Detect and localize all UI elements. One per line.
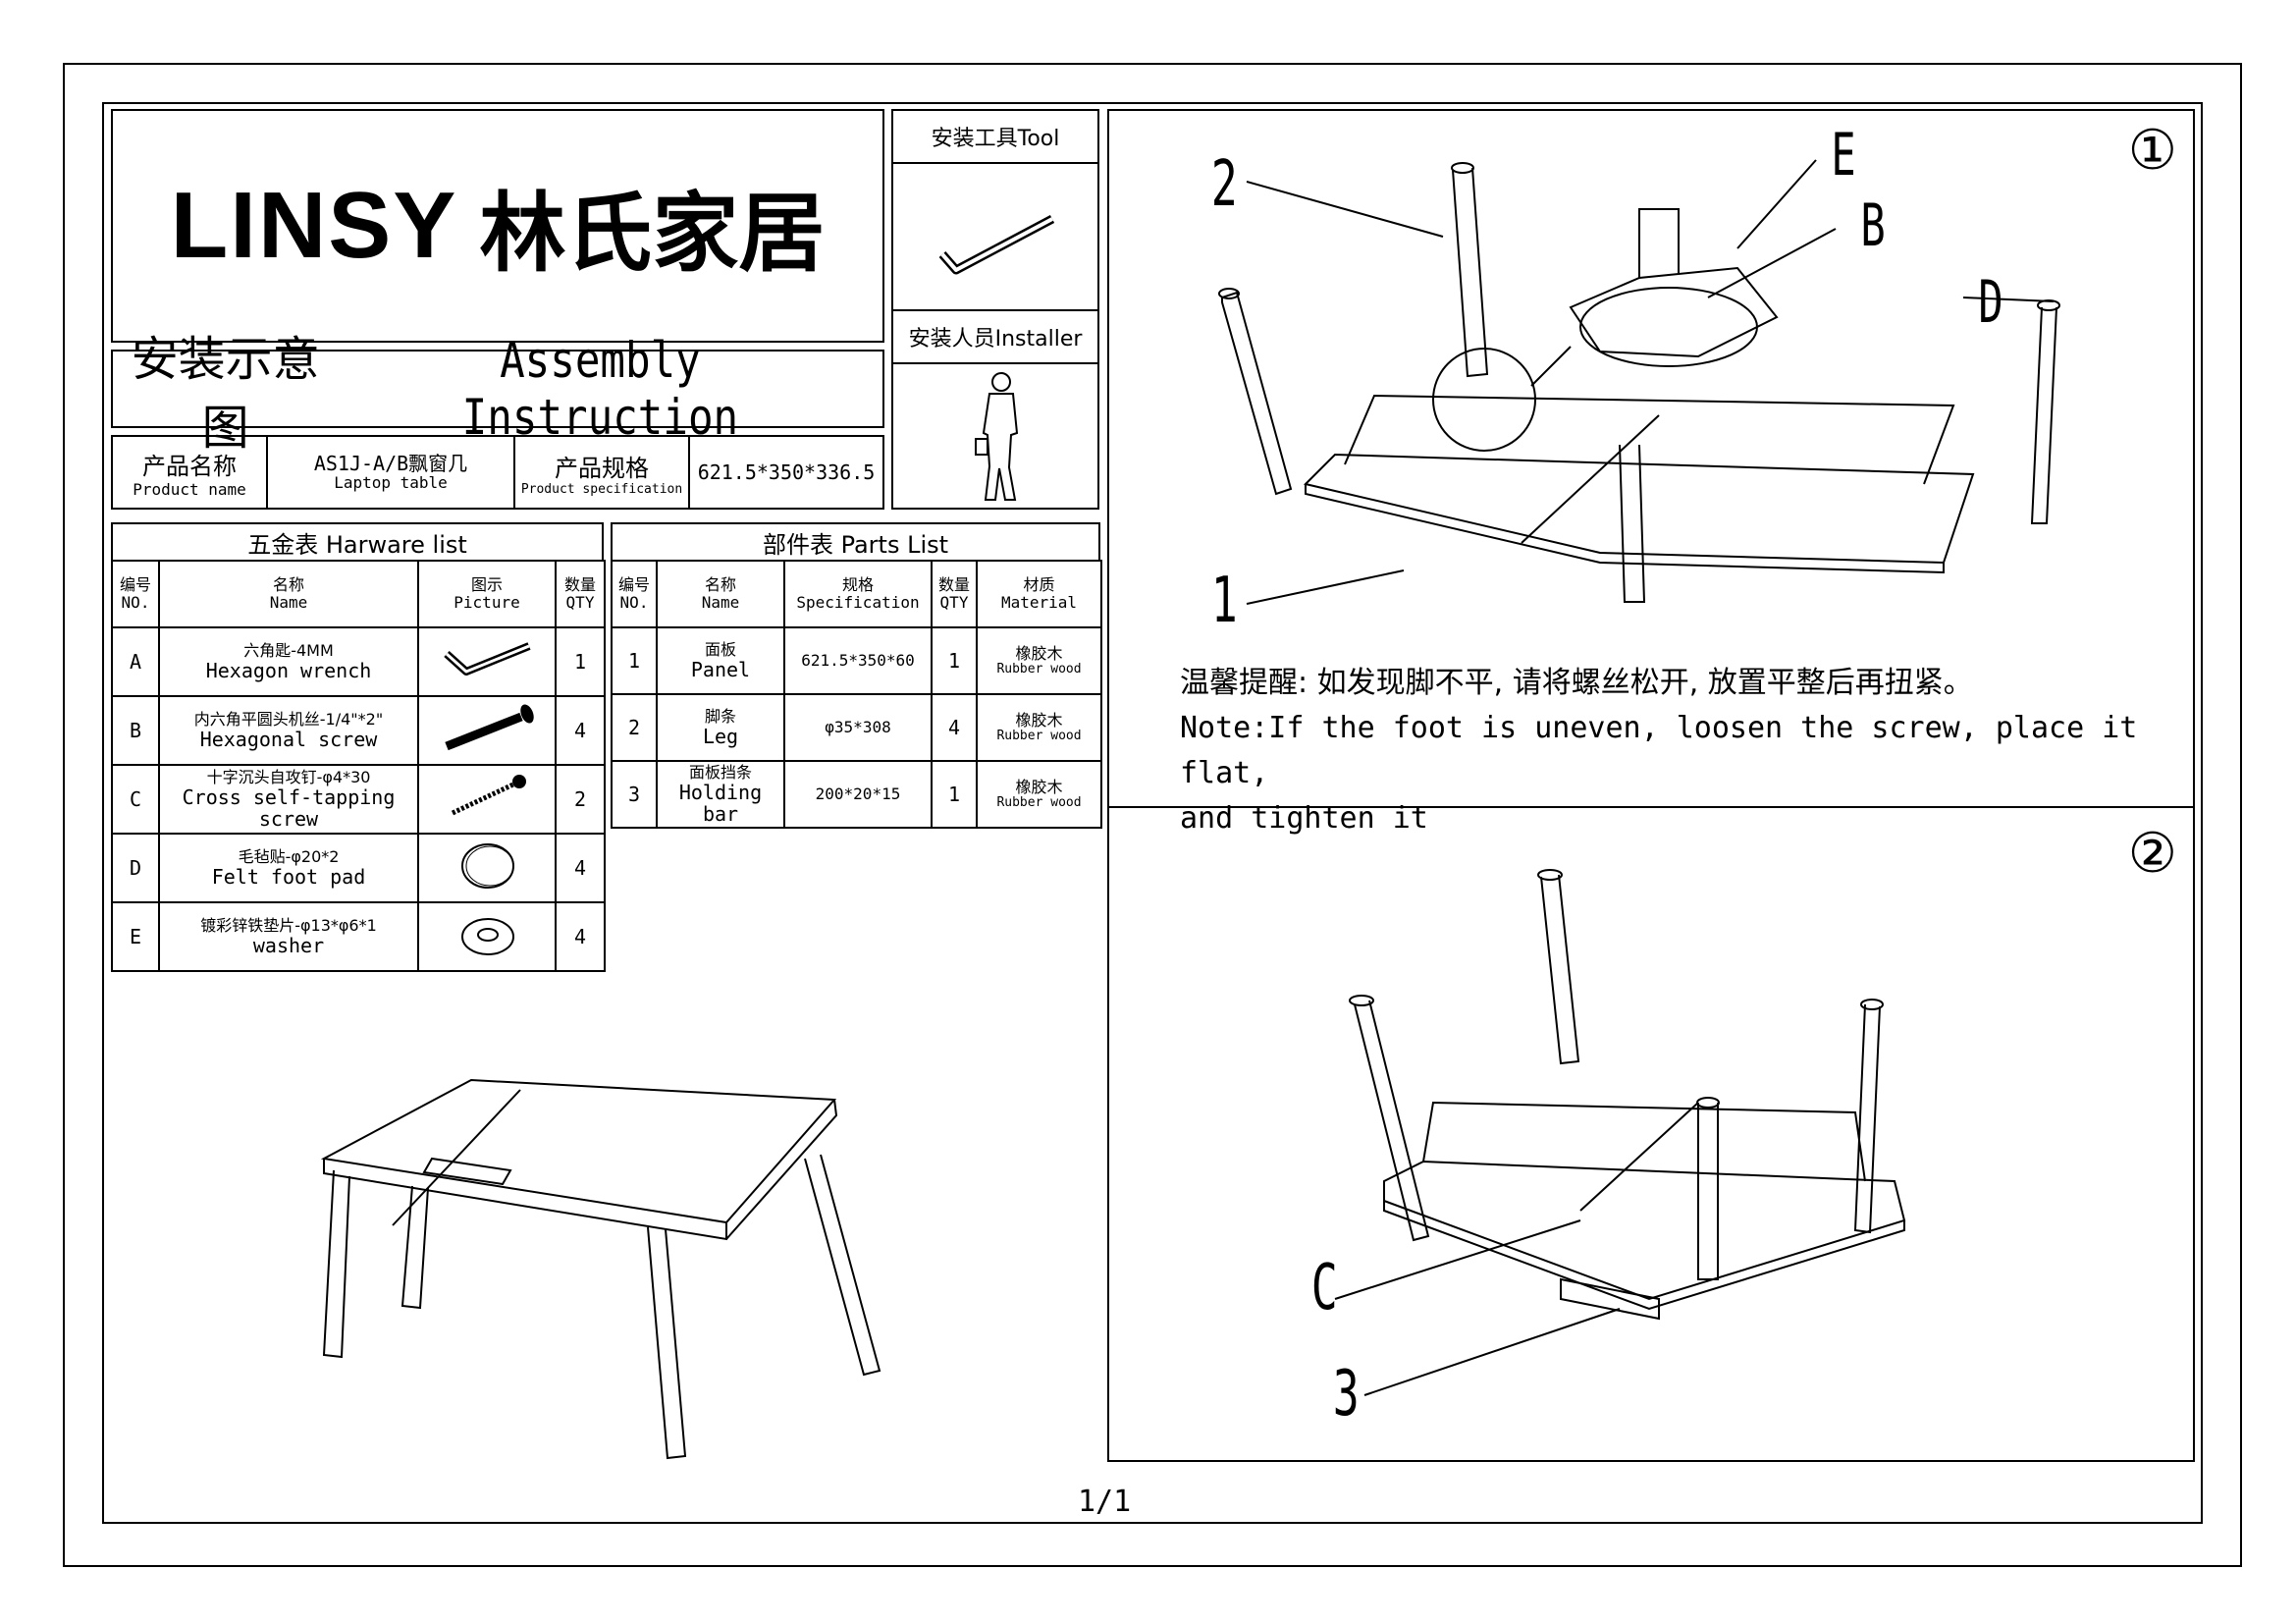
note-en-1: Note:If the foot is uneven, loosen the s…: [1180, 711, 2138, 790]
self-tapping-screw-icon: [451, 775, 526, 816]
outer-border: [63, 63, 2242, 1567]
tool-header-text: 安装工具Tool: [931, 127, 1060, 151]
washer-icon: [461, 918, 514, 955]
step-1-drawing: [1109, 111, 2060, 605]
title-cn: 安装示意图: [131, 332, 320, 456]
label-2: 2: [1210, 148, 1238, 221]
label-c: C: [1310, 1252, 1338, 1325]
page-title: 安装示意图 Assembly Instruction: [111, 332, 884, 456]
assembled-table-drawing: [320, 1078, 881, 1460]
product-name-label-cn: 产品名称: [142, 452, 237, 480]
step-1-panel: ①: [1107, 109, 2195, 836]
note-cn: 温馨提醒: 如发现脚不平, 请将螺丝松开, 放置平整后再扭紧。: [1180, 666, 1973, 700]
installer-picture: [891, 362, 1099, 510]
product-name-label-en: Product name: [133, 479, 246, 499]
inner-border: [102, 102, 2203, 1524]
tool-picture: [891, 162, 1099, 311]
label-b: B: [1860, 191, 1886, 260]
installer-header-text: 安装人员Installer: [908, 327, 1083, 352]
product-spec: 621.5*350*336.5: [697, 460, 876, 484]
tool-header: 安装工具Tool: [891, 109, 1099, 164]
step-2-drawing: [1334, 869, 1906, 1396]
product-name-label: 产品名称 Product name: [111, 435, 268, 510]
hardware-title-text: 五金表 Harware list: [247, 530, 467, 559]
step-2-panel: ② C 3: [1107, 806, 2195, 1462]
product-name-en: Laptop table: [334, 473, 448, 492]
brand-latin: LINSY: [170, 173, 458, 278]
step-1-note: 温馨提醒: 如发现脚不平, 请将螺丝松开, 放置平整后再扭紧。 Note:If …: [1180, 661, 2193, 841]
label-d: D: [1978, 268, 2003, 337]
hex-wrench-icon: [444, 642, 531, 676]
hex-screw-icon: [445, 704, 534, 751]
product-spec-label: 产品规格 Product specification: [513, 435, 690, 510]
label-e: E: [1831, 121, 1856, 189]
step-1-number: ①: [2127, 119, 2177, 183]
installer-header: 安装人员Installer: [891, 309, 1099, 364]
product-name-value: AS1J-A/B飘窗几 Laptop table: [266, 435, 515, 510]
product-spec-label-en: Product specification: [520, 481, 683, 497]
parts-title: 部件表 Parts List: [611, 522, 1100, 562]
brand-chinese: 林氏家居: [479, 182, 826, 284]
product-spec-value: 621.5*350*336.5: [688, 435, 884, 510]
hardware-title: 五金表 Harware list: [111, 522, 604, 562]
table-row: B 内六角平圆头机丝-1/4"*2"Hexagonal screw 4: [111, 695, 606, 766]
label-3: 3: [1332, 1358, 1360, 1431]
parts-title-text: 部件表 Parts List: [762, 530, 949, 559]
felt-pad-icon: [461, 843, 514, 889]
product-spec-label-cn: 产品规格: [555, 454, 649, 482]
label-1: 1: [1210, 565, 1238, 637]
product-name: AS1J-A/B飘窗几: [313, 452, 468, 475]
brand-logo: LINSY 林氏家居: [111, 109, 884, 343]
page-number: 1/1: [1078, 1485, 1132, 1519]
step-2-number: ②: [2127, 822, 2177, 886]
title-en: Assembly Instruction: [461, 332, 739, 446]
person-with-toolbox-icon: [975, 372, 1019, 501]
hex-wrench-icon: [938, 215, 1055, 275]
